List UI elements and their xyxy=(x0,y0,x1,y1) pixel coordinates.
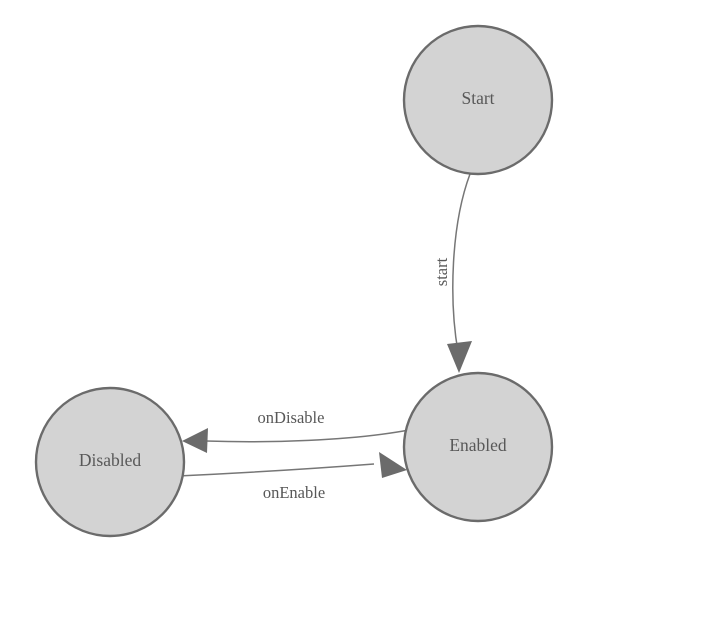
edge-enabled-to-disabled-path xyxy=(205,429,410,443)
node-start[interactable]: Start xyxy=(402,24,554,176)
node-disabled[interactable]: Disabled xyxy=(34,386,186,538)
edge-label-onenable: onEnable xyxy=(263,483,325,502)
node-enabled-label: Enabled xyxy=(449,435,507,455)
edge-start-to-enabled-arrowhead xyxy=(447,341,472,373)
edge-enabled-to-disabled-arrowhead xyxy=(182,428,208,453)
edge-start-to-enabled[interactable]: start xyxy=(432,173,472,373)
edge-disabled-to-enabled-arrowhead xyxy=(379,452,407,478)
edge-disabled-to-enabled[interactable]: onEnable xyxy=(177,452,407,502)
edge-enabled-to-disabled[interactable]: onDisable xyxy=(182,408,410,453)
edge-disabled-to-enabled-path xyxy=(177,463,375,477)
node-start-circle xyxy=(402,24,554,176)
node-disabled-label: Disabled xyxy=(79,450,141,470)
node-enabled-circle xyxy=(402,371,554,523)
node-disabled-circle xyxy=(34,386,186,538)
edge-start-to-enabled-path xyxy=(452,173,471,353)
node-start-label: Start xyxy=(461,88,494,108)
node-enabled[interactable]: Enabled xyxy=(402,371,554,523)
edge-label-ondisable: onDisable xyxy=(258,408,325,427)
edge-label-start: start xyxy=(432,257,451,286)
